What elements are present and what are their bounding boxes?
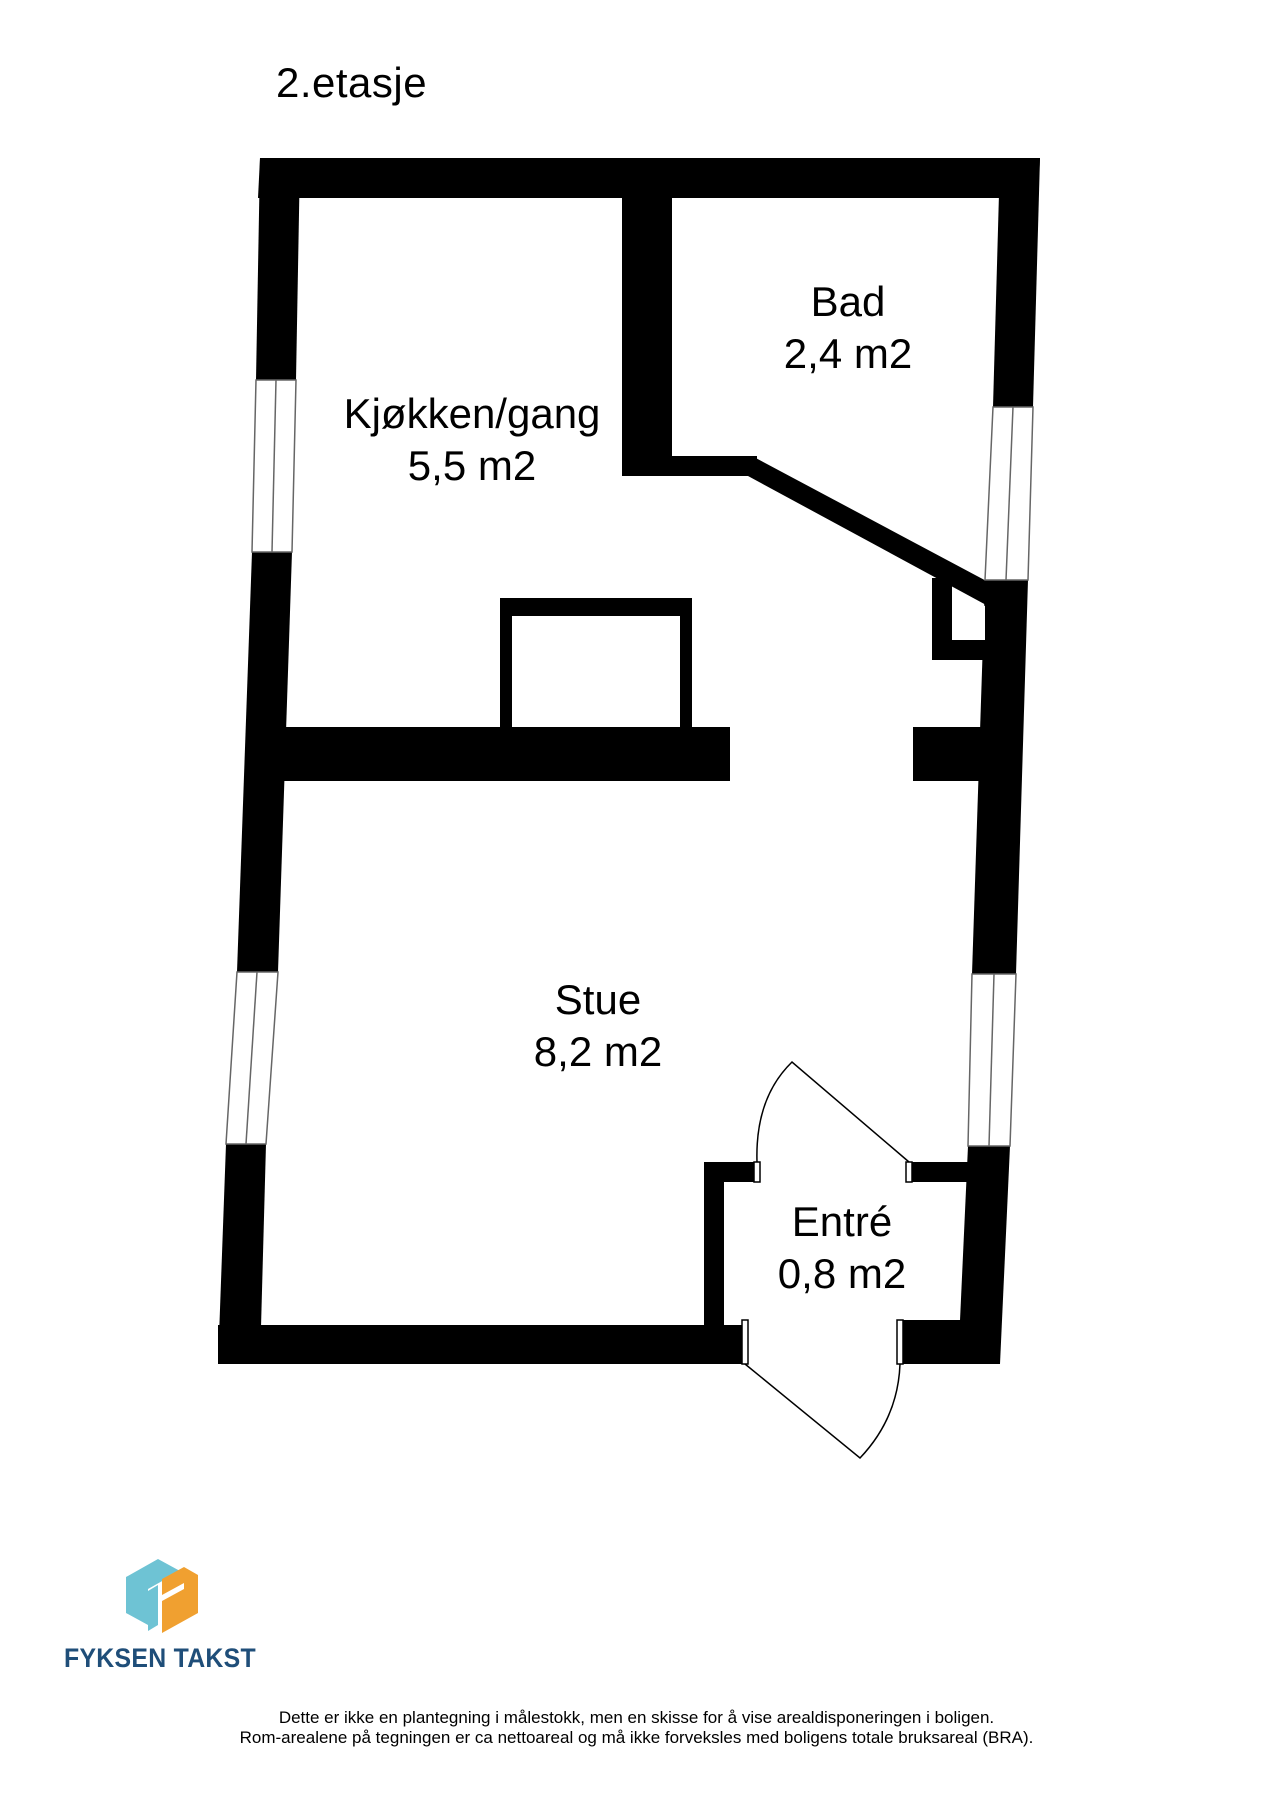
room-area: 0,8 m2 [777,1250,907,1297]
room-name: Entré [791,1198,893,1245]
wall-entry-left [704,1162,724,1340]
wall-entry-bottom-right [903,1320,970,1364]
doors [741,1060,913,1460]
wall-left-upper [256,158,300,380]
room-area: 2,4 m2 [783,330,913,377]
door-inner [753,1060,913,1183]
wall-right-upper [993,158,1040,407]
wall-left-middle [237,552,292,972]
floor-title: 2.etasje [276,59,428,106]
window-right-bath [984,406,1034,581]
wall-entry-top-right [912,1162,974,1182]
closet-box [932,578,985,660]
room-name: Kjøkken/gang [343,390,601,437]
room-entry-label: Entré 0,8 m2 [778,1196,906,1300]
wall-entry-top-left [704,1162,754,1182]
window-left-upper [251,379,297,553]
wall-bottom-left [218,1325,746,1364]
brand-name: FYKSEN TAKST [64,1643,256,1673]
window-right-stue [967,973,1017,1147]
windows [225,379,1034,1147]
disclaimer-line-1: Dette er ikke en plantegning i målestokk… [278,1708,995,1727]
wall-left-lower [218,1144,266,1364]
room-living-label: Stue 8,2 m2 [534,974,662,1078]
outer-walls [218,158,1040,1364]
closet-diagonal-inner [952,590,985,640]
room-bath-label: Bad 2,4 m2 [784,276,912,380]
wall-bath-diagonal [748,456,992,606]
disclaimer: Dette er ikke en plantegning i målestokk… [0,1708,1273,1748]
door-outer [741,1319,904,1460]
brand-logo: FYKSEN TAKST [62,1555,262,1675]
disclaimer-line-2: Rom-arealene på tegningen er ca nettoare… [239,1728,1034,1747]
wall-kitchen-bath [622,158,672,476]
room-name: Stue [554,976,642,1023]
wall-kitchen-stue [280,727,730,781]
wall-bath-bottom [622,456,757,476]
room-area: 5,5 m2 [407,442,537,489]
interior-walls [280,158,992,1364]
room-name: Bad [810,278,886,325]
room-area: 8,2 m2 [533,1028,663,1075]
wall-right-lower [958,1146,1010,1364]
kitchen-fixture [500,598,692,727]
window-left-lower [225,971,279,1145]
logo-mark-icon [126,1559,198,1633]
wall-right-middle [972,580,1028,974]
room-kitchen-label: Kjøkken/gang 5,5 m2 [344,388,601,492]
wall-stub-right [913,727,983,781]
